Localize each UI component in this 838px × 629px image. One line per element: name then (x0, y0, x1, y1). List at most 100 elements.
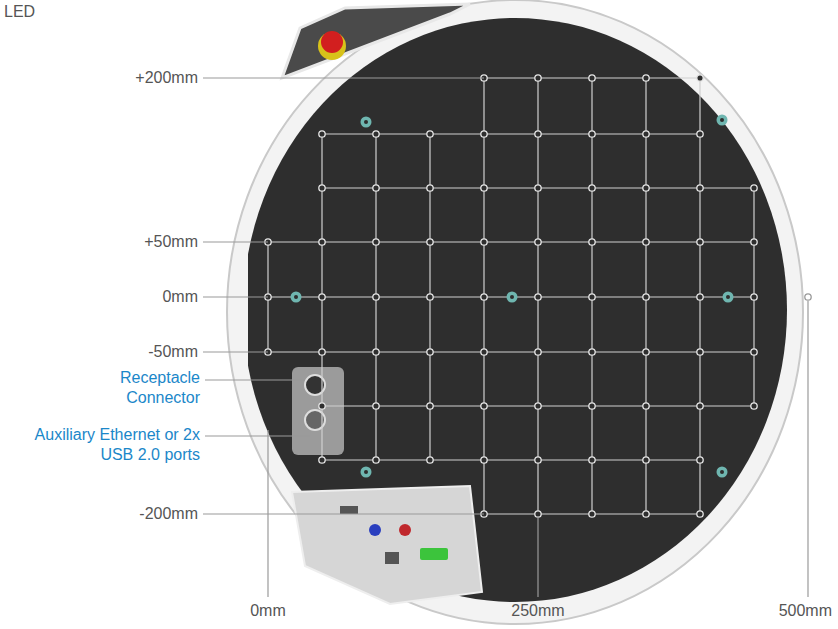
dimension-label: +200mm (135, 68, 198, 88)
estop-button (321, 31, 343, 53)
locator-pin (726, 295, 730, 299)
leader-line (267, 430, 268, 597)
grid-line (268, 351, 754, 352)
mount-hole (535, 75, 541, 81)
mount-hole (697, 75, 703, 81)
mount-hole (697, 511, 703, 517)
locator-pin (717, 467, 728, 478)
dimension-label: +50mm (144, 232, 198, 252)
control-panel (292, 486, 482, 604)
mount-hole (535, 239, 541, 245)
dimension-label: 250mm (511, 601, 564, 621)
mount-hole (589, 75, 595, 81)
mount-hole (643, 131, 649, 137)
dimension-label: -50mm (148, 342, 198, 362)
mount-hole (751, 239, 757, 245)
mount-hole (535, 131, 541, 137)
callout-label: Receptacle Connector (90, 368, 200, 408)
mount-hole (319, 457, 325, 463)
grid-line (268, 241, 754, 242)
mount-hole (589, 294, 595, 300)
locator-pin (720, 470, 724, 474)
robot-body (227, 0, 803, 624)
leader-line (203, 77, 484, 78)
mount-hole (427, 131, 433, 137)
mount-hole (589, 131, 595, 137)
dimension-label: LED (4, 2, 35, 22)
leader-line (203, 513, 484, 514)
leader-line (203, 351, 268, 352)
mount-hole (643, 75, 649, 81)
panel-icon (385, 552, 399, 564)
mount-hole (589, 349, 595, 355)
locator-pin (291, 292, 302, 303)
dimension-label: 0mm (162, 287, 198, 307)
mount-hole (751, 185, 757, 191)
locator-pin (294, 295, 298, 299)
mount-hole (697, 239, 703, 245)
mount-hole (697, 403, 703, 409)
mount-hole (643, 403, 649, 409)
mounting-grid (265, 75, 811, 517)
leader-line (807, 301, 808, 597)
locator-pin (723, 292, 734, 303)
mount-hole (319, 403, 325, 409)
mount-hole (373, 239, 379, 245)
mount-hole (481, 131, 487, 137)
mount-hole (751, 403, 757, 409)
mount-hole (481, 185, 487, 191)
leader-line (203, 296, 268, 297)
mount-hole (589, 403, 595, 409)
locator-pin (361, 467, 372, 478)
mount-hole (751, 294, 757, 300)
leader-line (537, 516, 538, 597)
mount-hole (643, 511, 649, 517)
mount-hole (427, 294, 433, 300)
mount-hole (427, 457, 433, 463)
callout-label: Auxiliary Ethernet or 2x USB 2.0 ports (30, 425, 200, 465)
mount-hole (643, 349, 649, 355)
mount-hole (427, 239, 433, 245)
mount-hole (319, 185, 325, 191)
mount-hole (319, 294, 325, 300)
mount-hole (319, 349, 325, 355)
mount-hole (427, 185, 433, 191)
mount-hole (643, 185, 649, 191)
mount-hole (373, 294, 379, 300)
mount-hole (697, 294, 703, 300)
mount-hole (319, 131, 325, 137)
mount-hole (535, 349, 541, 355)
panel-icon (399, 524, 411, 536)
dimension-label: 0mm (250, 601, 286, 621)
mount-hole (481, 349, 487, 355)
mount-hole (643, 457, 649, 463)
mount-hole (373, 403, 379, 409)
mount-hole (805, 294, 811, 300)
locator-pin (364, 470, 368, 474)
mount-hole (373, 131, 379, 137)
mount-hole (535, 294, 541, 300)
mount-hole (373, 457, 379, 463)
mount-hole (481, 294, 487, 300)
mount-hole (319, 239, 325, 245)
mount-hole (481, 239, 487, 245)
mount-hole (697, 131, 703, 137)
locator-pin (717, 115, 728, 126)
mount-hole (427, 403, 433, 409)
estop-ring (318, 32, 346, 60)
dimension-label: -200mm (139, 504, 198, 524)
locator-pin (364, 120, 368, 124)
mount-hole (427, 349, 433, 355)
mount-hole (589, 185, 595, 191)
leader-line (205, 379, 305, 380)
mount-hole (535, 403, 541, 409)
panel-icon (340, 506, 358, 514)
mount-hole (373, 185, 379, 191)
mount-hole (481, 403, 487, 409)
locator-pin (507, 292, 518, 303)
locator-pin (510, 295, 514, 299)
mount-hole (697, 349, 703, 355)
mount-hole (589, 457, 595, 463)
mount-hole (643, 239, 649, 245)
